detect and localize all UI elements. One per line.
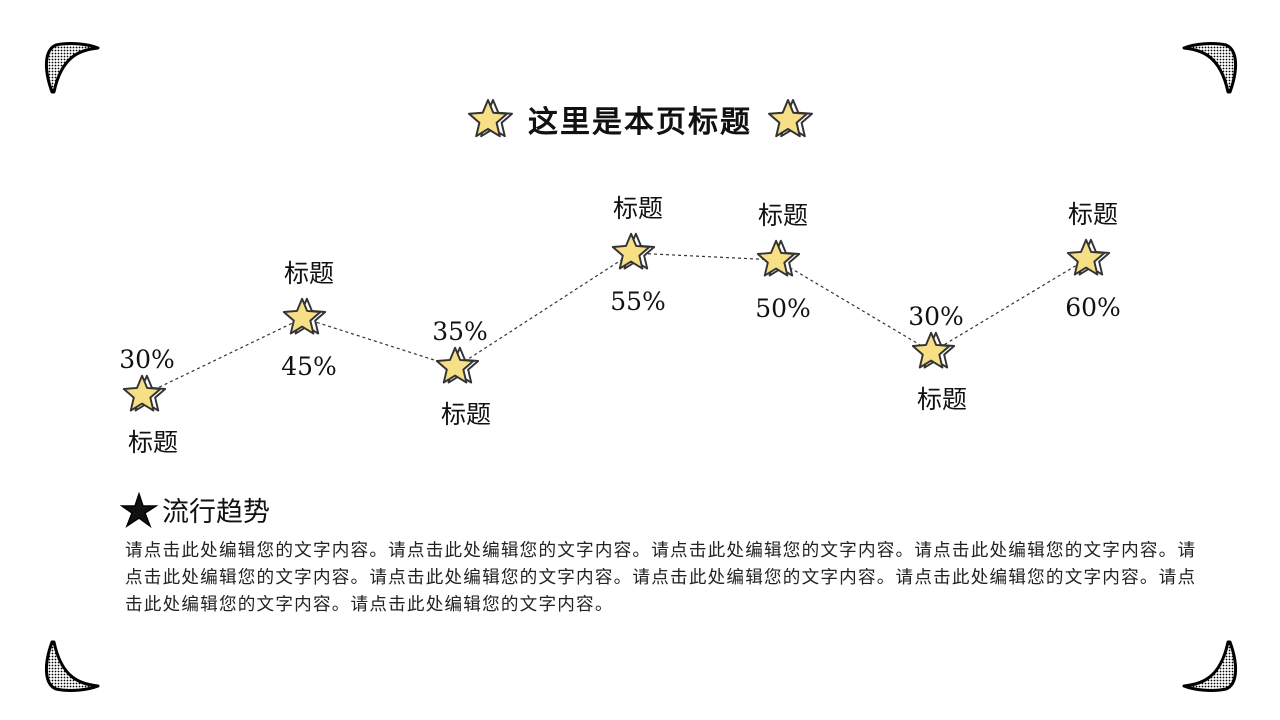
data-point-star [435, 346, 480, 384]
value-label: 50% [755, 294, 811, 323]
corner-ornament-top-right [1182, 42, 1237, 94]
category-label: 标题 [283, 259, 335, 288]
value-label: 30% [908, 302, 964, 331]
data-point-star [611, 232, 656, 270]
value-label: 45% [281, 352, 337, 381]
corner-ornament-bottom-left [45, 640, 100, 692]
category-label: 标题 [440, 400, 492, 429]
title-row: 这里是本页标题 [0, 96, 1280, 142]
star-icon [768, 99, 813, 138]
corner-ornament-bottom-right [1182, 640, 1237, 692]
category-label: 标题 [916, 385, 968, 414]
category-label: 标题 [1067, 200, 1119, 229]
body-text: 请点击此处编辑您的文字内容。请点击此处编辑您的文字内容。请点击此处编辑您的文字内… [125, 541, 1197, 615]
data-point-star [1066, 238, 1111, 276]
category-label: 标题 [757, 201, 809, 230]
value-label: 35% [432, 317, 488, 346]
page-title: 这里是本页标题 [528, 105, 752, 140]
category-label: 标题 [612, 194, 664, 223]
star-icon [468, 99, 513, 138]
section-heading: 流行趋势 [120, 490, 270, 529]
data-point-star [122, 374, 167, 412]
value-label: 60% [1065, 293, 1121, 322]
category-label: 标题 [127, 428, 179, 457]
data-point-star [282, 297, 327, 335]
section-title: 流行趋势 [162, 497, 270, 528]
value-label: 30% [119, 345, 175, 374]
value-label: 55% [610, 287, 666, 316]
black-star-icon [120, 491, 158, 528]
corner-ornament-top-left [45, 42, 100, 94]
data-point-star [756, 239, 801, 277]
data-point-star [911, 331, 956, 369]
